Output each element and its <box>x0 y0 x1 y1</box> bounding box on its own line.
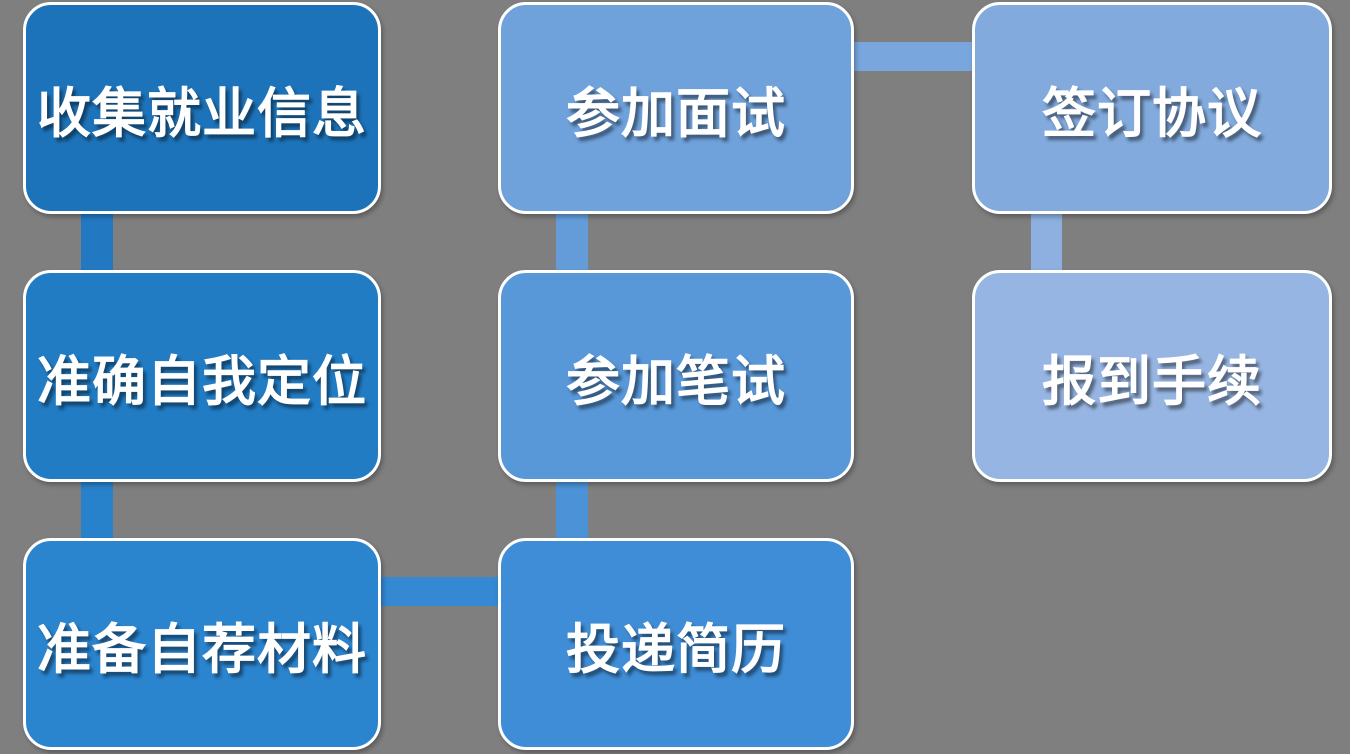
connector-interview-to-agreement <box>850 42 978 71</box>
node-label: 准备自荐材料 <box>37 617 367 681</box>
node-collect-employment-info: 收集就业信息 <box>23 2 381 214</box>
connector-collect-to-selfpos <box>81 208 113 274</box>
node-label: 参加笔试 <box>566 349 786 413</box>
connector-selfpos-to-materials <box>81 476 113 542</box>
node-take-written-test: 参加笔试 <box>498 270 854 482</box>
node-label: 参加面试 <box>566 81 786 145</box>
node-label: 收集就业信息 <box>37 81 367 145</box>
node-accurate-self-positioning: 准确自我定位 <box>23 270 381 482</box>
node-label: 准确自我定位 <box>37 349 367 413</box>
node-registration-procedures: 报到手续 <box>972 270 1332 482</box>
node-label: 投递简历 <box>566 617 786 681</box>
node-submit-resume: 投递简历 <box>498 538 854 750</box>
connector-written-to-interview <box>556 208 588 274</box>
connector-agreement-to-registration <box>1031 208 1062 274</box>
connector-resume-to-written <box>556 476 588 542</box>
node-label: 报到手续 <box>1042 349 1262 413</box>
node-prepare-application-materials: 准备自荐材料 <box>23 538 381 750</box>
connector-materials-to-resume <box>375 577 505 606</box>
node-attend-interview: 参加面试 <box>498 2 854 214</box>
node-sign-agreement: 签订协议 <box>972 2 1332 214</box>
node-label: 签订协议 <box>1042 81 1262 145</box>
